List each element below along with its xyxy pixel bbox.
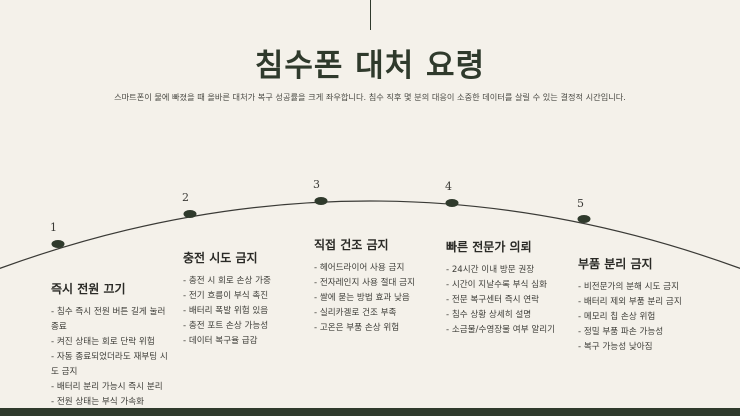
step-item: - 배터리 분리 가능시 즉시 분리 <box>51 382 163 392</box>
step-item: - 침수 즉시 전원 버튼 길게 눌러 <box>51 307 166 317</box>
step-item: - 쌀에 묻는 방법 효과 낮음 <box>314 293 410 303</box>
step-item: - 24시간 이내 방문 권장 <box>446 265 535 275</box>
page-subtitle: 스마트폰이 물에 빠졌을 때 올바른 대처가 복구 성공률을 크게 좌우합니다.… <box>114 92 626 102</box>
page-title: 침수폰 대처 요령 <box>254 48 486 84</box>
step-item-list: - 헤어드라이어 사용 금지 - 전자레인지 사용 절대 금지 - 쌀에 묻는 … <box>314 261 438 336</box>
step-item: - 복구 가능성 낮아짐 <box>578 342 653 352</box>
step-item: 도 금지 <box>51 367 78 377</box>
step-item: - 전기 흐름이 부식 촉진 <box>183 291 269 301</box>
step-card-5: 부품 분리 금지 - 비전문가의 분해 시도 금지 - 배터리 제외 부품 분리… <box>578 255 708 355</box>
step-item: - 비전문가의 분해 시도 금지 <box>578 282 679 292</box>
step-card-1: 즉시 전원 끄기 - 침수 즉시 전원 버튼 길게 눌러 종료 - 켜진 상태는… <box>51 280 173 410</box>
bottom-accent-bar <box>0 408 740 416</box>
step-item: - 자동 종료되었더라도 재부팅 시 <box>51 352 168 362</box>
step-item: - 시간이 지날수록 부식 심화 <box>446 280 547 290</box>
timeline-node-3 <box>314 197 328 205</box>
step-item: - 충전 시 회로 손상 가중 <box>183 276 271 286</box>
step-item-list: - 침수 즉시 전원 버튼 길게 눌러 종료 - 켜진 상태는 회로 단락 위험… <box>51 305 173 410</box>
timeline-node-4 <box>445 199 459 207</box>
step-title: 즉시 전원 끄기 <box>51 282 126 296</box>
step-item: - 충전 포트 손상 가능성 <box>183 321 269 331</box>
step-number-5: 5 <box>577 197 584 210</box>
step-item: - 전문 복구센터 즉시 연락 <box>446 295 540 305</box>
step-item: - 전자레인지 사용 절대 금지 <box>314 278 415 288</box>
step-card-2: 충전 시도 금지 - 충전 시 회로 손상 가중 - 전기 흐름이 부식 촉진 … <box>183 249 307 349</box>
timeline-node-1 <box>51 240 65 248</box>
step-card-3: 직접 건조 금지 - 헤어드라이어 사용 금지 - 전자레인지 사용 절대 금지… <box>314 236 438 336</box>
step-item: - 고온은 부품 손상 위험 <box>314 323 400 333</box>
timeline-node-5 <box>577 215 591 223</box>
step-item: - 침수 상황 상세히 설명 <box>446 310 532 320</box>
step-number-1: 1 <box>50 221 57 234</box>
step-item: - 실리카겔로 건조 부족 <box>314 308 397 318</box>
step-item: - 정밀 부품 파손 가능성 <box>578 327 664 337</box>
top-divider-line <box>370 0 371 30</box>
step-item-list: - 충전 시 회로 손상 가중 - 전기 흐름이 부식 촉진 - 배터리 폭발 … <box>183 274 307 349</box>
step-item: - 배터리 제외 부품 분리 금지 <box>578 297 682 307</box>
step-item: - 헤어드라이어 사용 금지 <box>314 263 405 273</box>
step-title: 직접 건조 금지 <box>314 238 389 252</box>
step-item: - 배터리 폭발 위험 있음 <box>183 306 269 316</box>
step-number-3: 3 <box>313 178 320 191</box>
timeline-node-2 <box>183 210 197 218</box>
step-title: 부품 분리 금지 <box>578 257 653 271</box>
step-item-list: - 24시간 이내 방문 권장 - 시간이 지날수록 부식 심화 - 전문 복구… <box>446 263 570 338</box>
step-item-list: - 비전문가의 분해 시도 금지 - 배터리 제외 부품 분리 금지 - 메모리… <box>578 280 708 355</box>
step-item: 종료 <box>51 322 67 332</box>
step-item: - 전원 상태는 부식 가속화 <box>51 397 145 407</box>
step-item: - 데이터 복구율 급감 <box>183 336 258 346</box>
step-title: 충전 시도 금지 <box>183 251 258 265</box>
step-title: 빠른 전문가 의뢰 <box>446 240 532 254</box>
step-card-4: 빠른 전문가 의뢰 - 24시간 이내 방문 권장 - 시간이 지날수록 부식 … <box>446 238 570 338</box>
step-item: - 메모리 칩 손상 위험 <box>578 312 656 322</box>
step-number-2: 2 <box>182 191 189 204</box>
step-item: - 켜진 상태는 회로 단락 위험 <box>51 337 155 347</box>
step-number-4: 4 <box>445 180 452 193</box>
step-item: - 소금물/수영장물 여부 알리기 <box>446 325 556 335</box>
